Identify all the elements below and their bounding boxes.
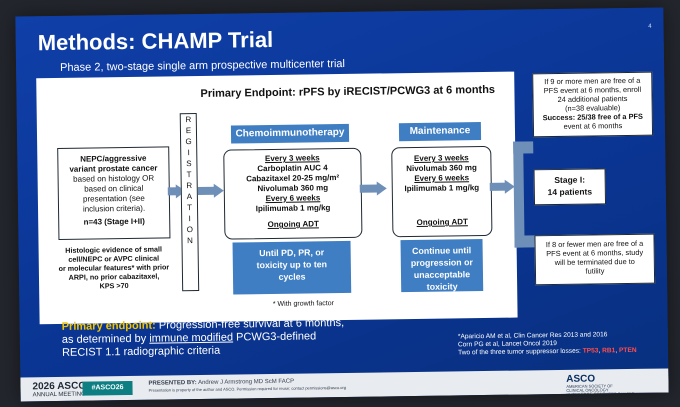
bottom-endpoint-line-2a: as determined by [61,332,147,346]
bottom-endpoint-line-2b: immune modified [149,331,234,345]
population-line-7: n=43 (Stage I+II) [83,216,145,227]
decision-connector-top [513,141,534,154]
reference-gene-pten: PTEN [618,346,637,355]
chemo-detail-line-7: Ongoing ADT [267,219,319,230]
asco-logo: ASCO AMERICAN SOCIETY OF CLINICAL ONCOLO… [566,373,635,397]
registration-letter-5: S [186,159,192,169]
bottom-endpoint-line-1: Progression-free survival at 6 months, [158,316,345,332]
maintenance-end-line-3: unacceptable toxicity [413,269,471,292]
registration-letter-1: R [185,115,192,125]
maintenance-end-box: Continue until progression or unacceptab… [400,239,484,293]
slide-title: Methods: CHAMP Trial [37,26,274,56]
arrow-chemo-to-maintenance [376,181,387,196]
maintenance-detail-line-5: Ongoing ADT [416,217,468,227]
arrow-registration-to-chemo [213,183,224,198]
stage-one-line-2: 14 patients [547,186,593,198]
registration-letter-7: R [186,181,193,191]
registration-letter-4: I [187,148,190,158]
futility-rule-box: If 8 or fewer men are free of a PFS even… [534,233,656,286]
meeting-line-2: ANNUAL MEETING [32,391,86,399]
page-number: 4 [648,23,652,30]
reference-gene-tp53: TP53 [582,347,599,355]
meeting-line-1: 2026 ASCO [32,380,87,393]
maintenance-detail-line-4: Ipilimumab 1 mg/kg [404,183,480,194]
maintenance-end-line-1: Continue until [412,245,472,257]
maintenance-header: Maintenance [398,122,482,142]
chemo-details-box: Every 3 weeks Carboplatin AUC 4 Cabazita… [223,147,363,240]
bottom-endpoint-line-2c: PCWG3-defined [236,330,317,344]
chemo-header: Chemoimmunotherapy [230,123,350,144]
meeting-logo: 2026 ASCO ANNUAL MEETING [32,381,86,399]
presentation-slide: Methods: CHAMP Trial 4 Phase 2, two-stag… [15,7,669,402]
bottom-endpoint-line-3: RECIST 1.1 radiographic criteria [61,344,221,359]
success-rule-box: If 9 or more men are free of a PFS event… [532,71,654,138]
maintenance-end-line-2: progression or [410,257,473,269]
stage-one-line-1: Stage I: [554,174,586,186]
decision-connector-vertical [513,141,525,248]
registration-letter-12: N [187,236,193,246]
histology-note: Histologic evidence of small cell/NEPC o… [53,244,176,291]
registration-letter-11: O [186,225,194,235]
bottom-endpoint-label: Primary endpoint: [61,319,156,333]
chemo-end-line-3: cycles [278,271,306,282]
registration-letter-6: T [186,170,192,180]
growth-factor-note: * With growth factor [272,300,334,308]
references: *Aparicio AM et al, Clin Cancer Res 2013… [458,331,637,357]
registration-letter-8: A [186,192,193,202]
reference-line-3-text: Two of the three tumor suppressor losses… [458,347,581,357]
registration-letter-2: E [185,126,192,136]
chemo-end-line-1: Until PD, PR, or [259,247,325,259]
population-box: NEPC/aggressive variant prostate cancer … [57,146,171,240]
histology-note-line-5: KPS >70 [99,280,129,291]
chemo-end-box: Until PD, PR, or toxicity up to ten cycl… [232,240,352,295]
registration-box: R E G I S T R A T I O N [179,113,200,292]
presenter-block: PRESENTED BY: Andrew J Armstrong MD ScM … [148,378,346,393]
reference-gene-rb1: RB1 [602,347,616,355]
hashtag-badge: #ASCO26 [82,380,133,396]
chemo-detail-line-6: Ipilimumab 1 mg/kg [255,203,331,214]
decision-connector-bottom [514,235,535,248]
maintenance-details-box: Every 3 weeks Nivolumab 360 mg Every 6 w… [391,145,493,238]
registration-letter-9: T [187,203,193,213]
registration-letter-10: I [188,214,191,224]
asco-small-3: KNOWLEDGE CONQUERS CANCER [566,390,635,397]
population-line-6: inclusion criteria). [82,203,146,214]
presenter-prefix: PRESENTED BY: [148,380,197,387]
success-rule-line-6: event at 6 months [563,121,623,131]
stage-one-box: Stage I: 14 patients [533,168,607,206]
futility-rule-line-4: futility [585,266,605,276]
bottom-endpoint-text: Primary endpoint: Progression-free survi… [62,317,345,360]
reference-line-3: Two of the three tumor suppressor losses… [458,346,637,357]
registration-letter-3: G [185,137,192,147]
slide-footer: 2026 ASCO ANNUAL MEETING #ASCO26 PRESENT… [20,368,669,402]
slide-subtitle: Phase 2, two-stage single arm prospectiv… [59,57,346,74]
